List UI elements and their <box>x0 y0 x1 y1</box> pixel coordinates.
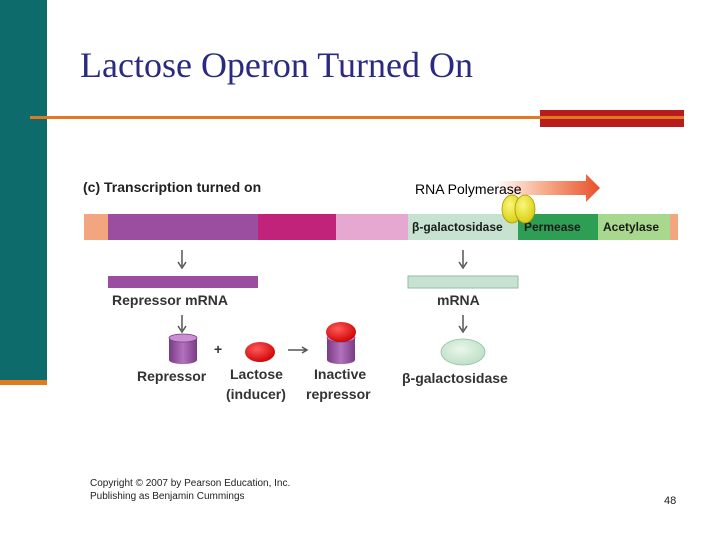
beta-gal-protein <box>440 338 486 366</box>
permease-gene-label: Permease <box>524 220 581 234</box>
bound-lactose <box>326 322 356 342</box>
repressor-label: Repressor <box>137 368 207 384</box>
left-bar-accent <box>0 380 47 385</box>
lactose-molecule <box>245 342 275 362</box>
repressor-protein-top <box>168 333 198 343</box>
title-underline-stripe <box>540 116 684 119</box>
panel-title: (c) Transcription turned on <box>83 179 261 195</box>
down-arrow-repressor-mrna <box>177 250 187 270</box>
inactive-repressor-label: repressor <box>306 386 371 402</box>
promoter-region <box>258 214 336 240</box>
page-number: 48 <box>664 495 677 507</box>
rna-polymerase-right <box>514 194 536 224</box>
beta-gal-product-label: β-galactosidase <box>402 370 508 386</box>
down-arrow-mrna <box>458 250 468 270</box>
left-decorative-bar <box>0 0 47 385</box>
acetylase-gene <box>598 214 670 240</box>
beta-gal-gene <box>408 214 518 240</box>
down-arrow-repressor <box>177 315 187 334</box>
operator-region <box>336 214 408 240</box>
mrna-label: mRNA <box>437 292 480 308</box>
down-arrow-product <box>458 315 468 334</box>
reaction-arrow <box>288 346 309 354</box>
rna-polymerase-label: RNA Polymerase <box>415 181 522 197</box>
copyright-line-1: Copyright © 2007 by Pearson Education, I… <box>90 478 291 489</box>
inactive-label: Inactive <box>314 366 366 382</box>
slide-title: Lactose Operon Turned On <box>80 45 473 85</box>
lac-operon-diagram: (c) Transcription turned on RNA Polymera… <box>83 174 678 402</box>
acetylase-gene-label: Acetylase <box>603 220 659 234</box>
title-underline <box>30 116 684 119</box>
repressor-protein <box>169 338 197 364</box>
copyright-notice: Copyright © 2007 by Pearson Education, I… <box>90 477 290 503</box>
plus-sign: + <box>214 341 222 357</box>
dna-left-end <box>84 214 108 240</box>
repressor-mrna-strip <box>108 276 258 288</box>
lactose-label: Lactose <box>230 366 283 382</box>
repressor-gene <box>108 214 258 240</box>
mrna-strip <box>407 275 519 289</box>
copyright-line-2: Publishing as Benjamin Cummings <box>90 491 245 502</box>
inactive-repressor-protein <box>327 338 355 364</box>
beta-gal-gene-label: β-galactosidase <box>412 220 503 234</box>
dna-right-end <box>670 214 678 240</box>
transcription-arrow <box>495 174 600 202</box>
repressor-mrna-label: Repressor mRNA <box>112 292 228 308</box>
inducer-label: (inducer) <box>226 386 286 402</box>
